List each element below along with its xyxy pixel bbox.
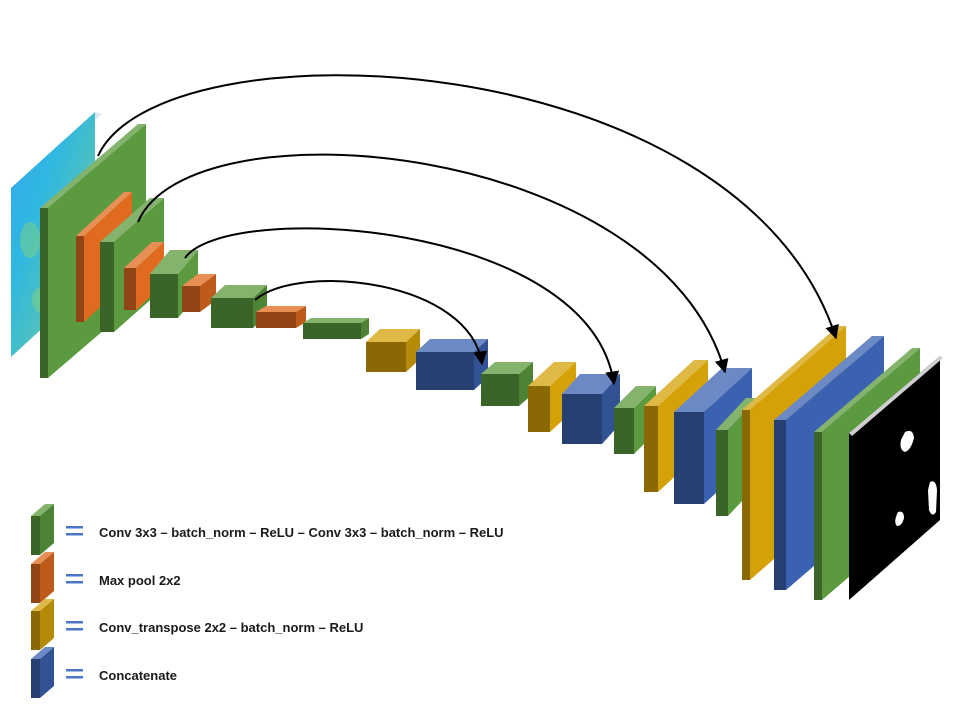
skip-arrow-level-3	[184, 227, 620, 386]
legend-item-concat: Concatenate	[31, 647, 177, 698]
equals-sign	[66, 669, 83, 679]
legend-label-conv: Conv 3x3 – batch_norm – ReLU – Conv 3x3 …	[99, 525, 504, 540]
skip-connections	[97, 74, 839, 386]
legend-item-upconv: Conv_transpose 2x2 – batch_norm – ReLU	[31, 599, 363, 650]
legend-label-upconv: Conv_transpose 2x2 – batch_norm – ReLU	[99, 620, 363, 635]
decoder-upconv-4	[366, 329, 420, 372]
legend-swatch-pool	[31, 552, 54, 603]
legend-swatch-conv	[31, 504, 54, 555]
skip-arrow-level-4	[254, 280, 488, 366]
skip-arrow-level-1	[97, 74, 839, 340]
legend-swatch-upconv	[31, 599, 54, 650]
decoder-conv-block-4	[481, 362, 533, 406]
network-blocks	[40, 124, 920, 600]
legend-item-pool: Max pool 2x2	[31, 552, 181, 603]
encoder-pool-4	[256, 306, 306, 328]
legend-label-concat: Concatenate	[99, 668, 177, 683]
skip-arrow-level-2	[137, 153, 729, 374]
equals-sign	[66, 526, 83, 536]
equals-sign	[66, 574, 83, 584]
legend-item-conv: Conv 3x3 – batch_norm – ReLU – Conv 3x3 …	[31, 504, 504, 555]
legend-label-pool: Max pool 2x2	[99, 573, 181, 588]
decoder-concat-3	[562, 374, 620, 444]
bottleneck-conv-block	[303, 318, 369, 339]
legend: Conv 3x3 – batch_norm – ReLU – Conv 3x3 …	[31, 504, 504, 698]
equals-sign	[66, 621, 83, 631]
output-mask	[849, 356, 943, 600]
legend-swatch-concat	[31, 647, 54, 698]
